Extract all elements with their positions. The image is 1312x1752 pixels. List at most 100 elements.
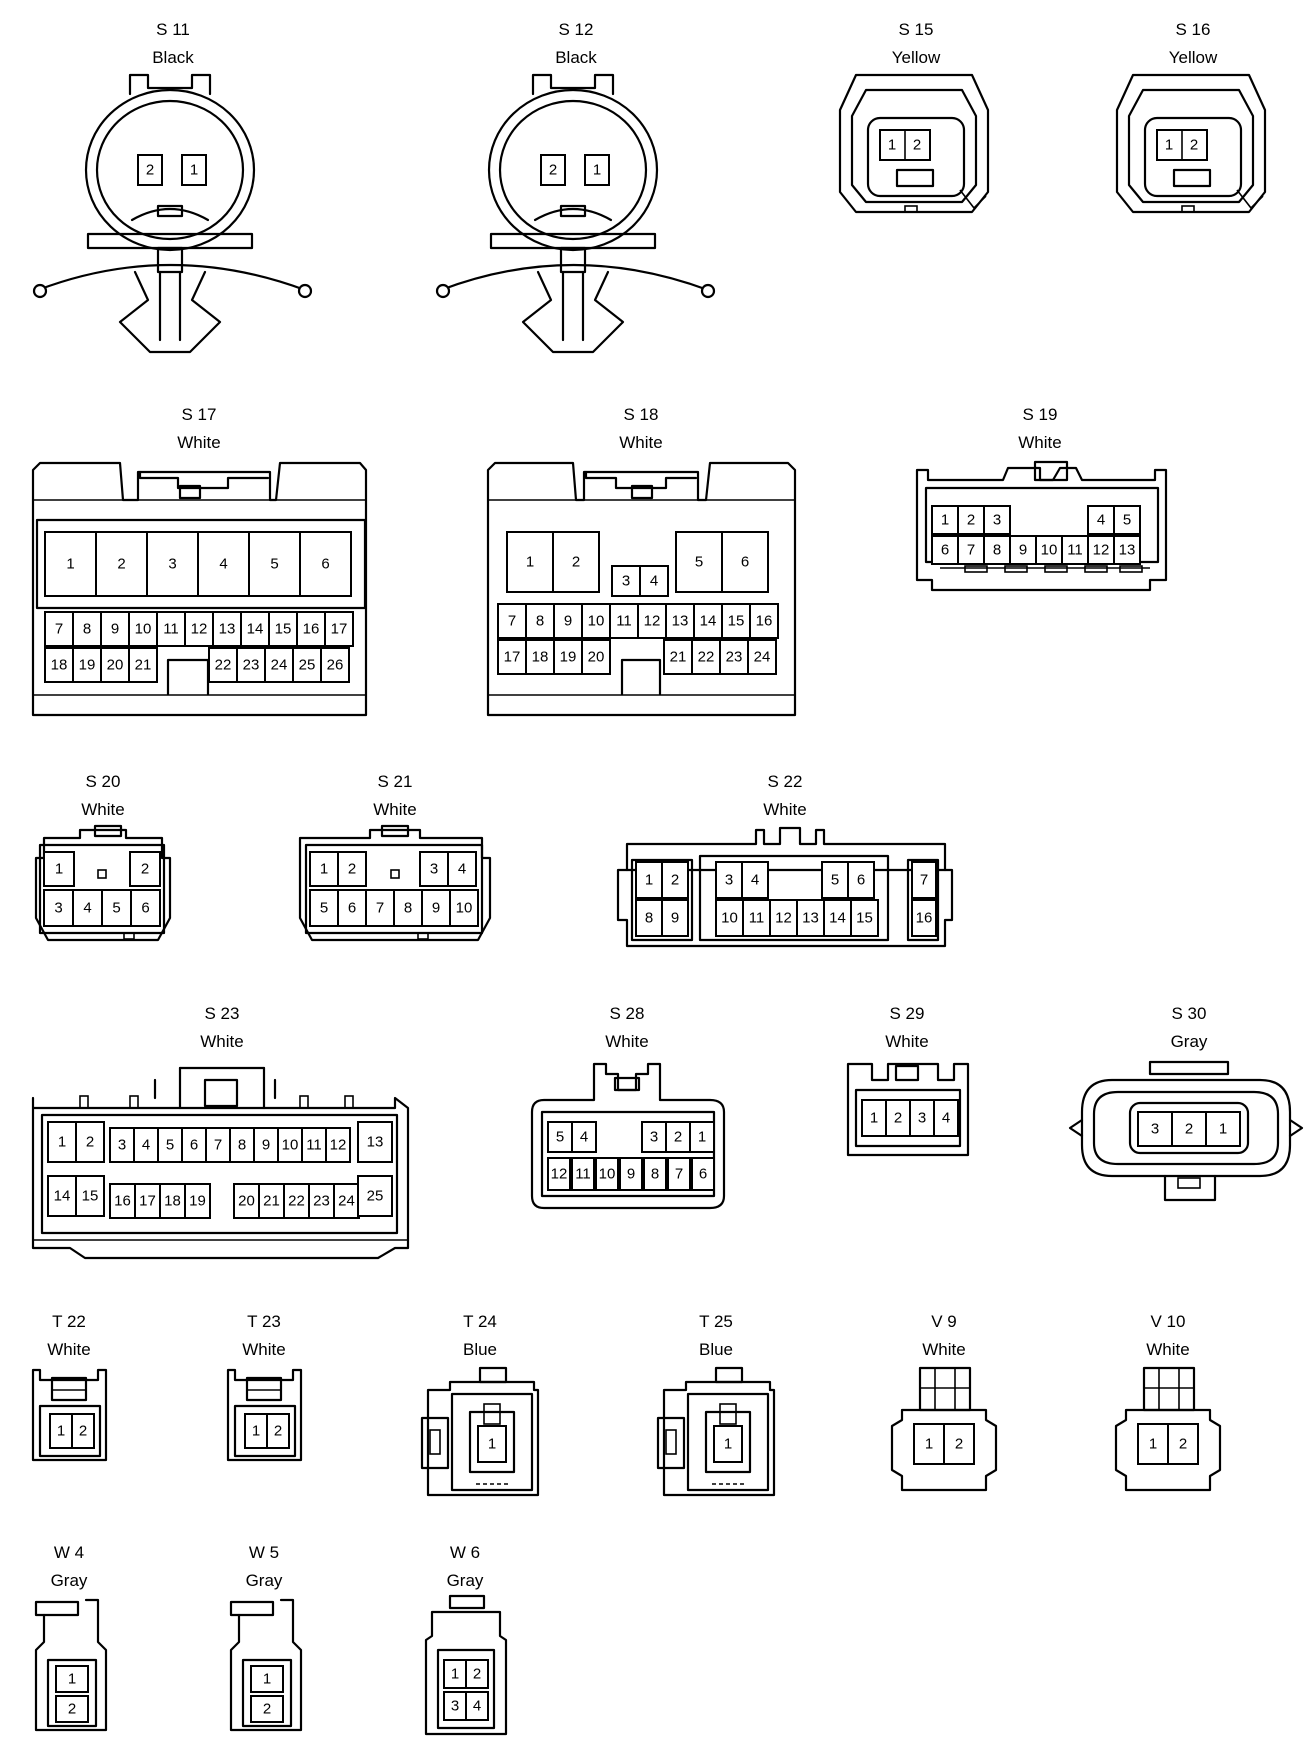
pin-cell <box>552 531 600 593</box>
connector-color-s30: Gray <box>1171 1032 1208 1051</box>
pin-label: 4 <box>1097 512 1105 529</box>
pin-label: 12 <box>1093 542 1110 559</box>
connector-color-s28: White <box>605 1032 648 1051</box>
pin-label: 5 <box>1123 512 1131 529</box>
pin-cell <box>943 1423 975 1465</box>
pin-label: 7 <box>214 1137 222 1154</box>
pin-label: 1 <box>66 556 74 573</box>
pin-cell <box>571 1157 595 1191</box>
pin-cell <box>1137 1423 1169 1465</box>
pin-cell <box>320 647 350 683</box>
pin-cell <box>823 899 852 937</box>
pin-label: 1 <box>55 861 63 878</box>
pin-grid-w5: 12 <box>250 1665 284 1723</box>
pin-label: 1 <box>888 137 896 154</box>
pin-label: 22 <box>215 657 232 674</box>
pin-label: 1 <box>870 1110 878 1127</box>
pin-label: 2 <box>967 512 975 529</box>
pin-cell <box>309 889 339 927</box>
pin-label: 16 <box>303 621 320 638</box>
pin-cell <box>1113 535 1141 565</box>
pin-label: 1 <box>190 162 198 179</box>
pin-label: 15 <box>275 621 292 638</box>
pin-cell <box>1087 505 1115 535</box>
pin-label: 12 <box>644 613 661 630</box>
pin-cell <box>95 531 148 597</box>
pin-label: 2 <box>141 861 149 878</box>
pin-label: 3 <box>54 900 62 917</box>
pin-cell <box>741 861 769 899</box>
connector-s12: S 12 Black 2 1 <box>435 20 716 354</box>
pin-cell <box>691 1157 715 1191</box>
pin-label: 2 <box>671 872 679 889</box>
pin-cell <box>266 1413 290 1449</box>
pin-label: 4 <box>83 900 91 917</box>
connector-id-v10: V 10 <box>1151 1312 1186 1331</box>
connector-color-v10: White <box>1146 1340 1189 1359</box>
pin-label: 2 <box>348 861 356 878</box>
pin-label: 6 <box>941 542 949 559</box>
pin-label: 4 <box>942 1110 950 1127</box>
pin-label: 5 <box>831 872 839 889</box>
pin-label: 2 <box>473 1666 481 1683</box>
pin-label: 17 <box>331 621 348 638</box>
pin-label: 10 <box>282 1137 299 1154</box>
connector-w4: W 4 Gray 12 <box>34 1543 108 1732</box>
connector-id-v9: V 9 <box>931 1312 957 1331</box>
pin-cell <box>477 1425 507 1463</box>
pin-cell <box>181 1127 207 1163</box>
pin-cell <box>1137 1111 1173 1147</box>
pin-label: 24 <box>338 1193 355 1210</box>
connector-color-s19: White <box>1018 433 1061 452</box>
pin-cell <box>208 647 238 683</box>
pin-label: 6 <box>141 900 149 917</box>
pin-label: 8 <box>404 900 412 917</box>
connector-id-s19: S 19 <box>1023 405 1058 424</box>
pin-label: 2 <box>274 1423 282 1440</box>
pin-label: 12 <box>191 621 208 638</box>
pin-label: 23 <box>726 649 743 666</box>
pin-label: 1 <box>724 1436 732 1453</box>
pin-label: 4 <box>751 872 759 889</box>
pin-cell <box>130 889 161 927</box>
pin-cell <box>100 611 130 647</box>
connector-id-s30: S 30 <box>1172 1004 1207 1023</box>
pin-label: 3 <box>430 861 438 878</box>
pin-label: 8 <box>993 542 1001 559</box>
pin-cell <box>911 899 937 937</box>
pin-s12-2 <box>540 154 566 186</box>
connector-color-t25: Blue <box>699 1340 733 1359</box>
pin-label: 9 <box>1019 542 1027 559</box>
pin-cell <box>393 889 423 927</box>
pin-cell <box>357 1175 393 1217</box>
pin-label: 3 <box>168 556 176 573</box>
connector-id-w6: W 6 <box>450 1543 480 1562</box>
pin-cell <box>233 1183 260 1219</box>
connector-color-s18: White <box>619 433 662 452</box>
pin-label: 25 <box>299 657 316 674</box>
pin-grid-t24: 1 <box>477 1425 507 1463</box>
pin-s11-2 <box>137 154 163 186</box>
pin-label: 2 <box>1185 1121 1193 1138</box>
pin-label: 19 <box>189 1193 206 1210</box>
pin-grid-t25: 1 <box>713 1425 743 1463</box>
pin-label: 3 <box>451 1698 459 1715</box>
pin-label: 13 <box>219 621 236 638</box>
pin-label: 6 <box>321 556 329 573</box>
pin-cell <box>156 611 186 647</box>
connector-color-s16: Yellow <box>1169 48 1218 67</box>
pin-label: 9 <box>564 613 572 630</box>
pin-label: 21 <box>135 657 152 674</box>
connector-color-t22: White <box>47 1340 90 1359</box>
pin-label: 19 <box>79 657 96 674</box>
